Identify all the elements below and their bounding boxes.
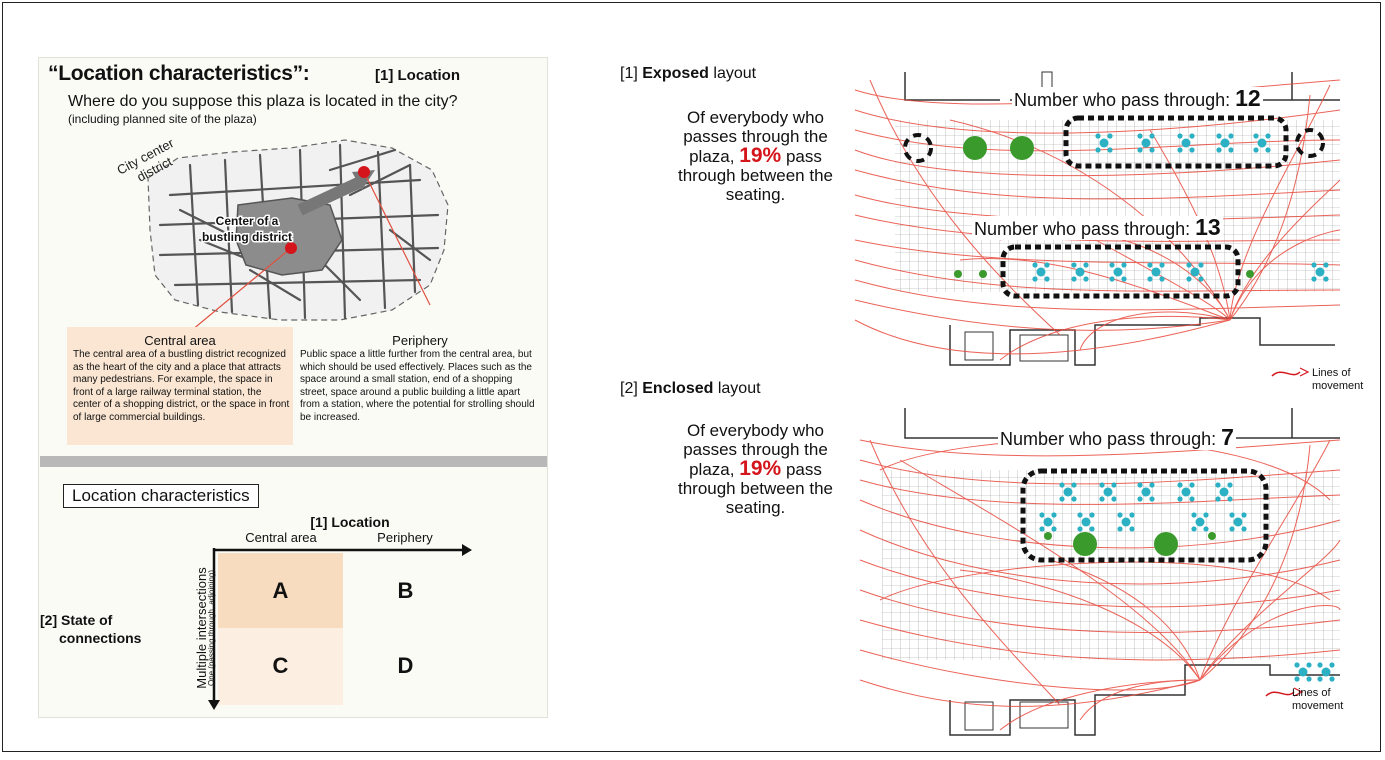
tree xyxy=(1010,136,1034,160)
location-characteristics-label: Location characteristics xyxy=(63,484,259,508)
matrix-row-multiple: Multiple intersections xyxy=(194,567,209,689)
city-map: City center district Center of a bustlin… xyxy=(114,135,449,330)
matrix-col-central: Central area xyxy=(245,530,317,545)
exposed-top-count: Number who pass through: 12 xyxy=(1012,85,1263,111)
exposed-plan xyxy=(854,71,1341,377)
enclosed-layout-title: [2] Enclosed layout xyxy=(620,380,761,397)
tree xyxy=(1154,532,1178,556)
periphery-heading: Periphery xyxy=(392,333,448,348)
central-area-box xyxy=(67,327,293,445)
cell-d: D xyxy=(397,653,414,678)
tree xyxy=(963,136,987,160)
exposed-paths xyxy=(854,79,1341,361)
center-label-1: Center of a xyxy=(216,214,279,228)
cell-a: A xyxy=(272,578,289,603)
central-area-body: The central area of a bustling district … xyxy=(73,349,290,423)
enclosed-legend: Lines of movement xyxy=(1292,687,1344,712)
exposed-bottom-count: Number who pass through: 13 xyxy=(972,214,1223,240)
central-area-heading: Central area xyxy=(144,333,216,348)
matrix-row-one: One (passing through, adjoining) xyxy=(207,570,216,686)
cell-a-bg xyxy=(218,553,343,628)
panel-title: “Location characteristics”: xyxy=(48,62,310,85)
question-subtext: (including planned site of the plaza) xyxy=(68,112,257,126)
cell-b: B xyxy=(397,578,414,603)
enclosed-description: Of everybody who passes through the plaz… xyxy=(677,421,833,517)
matrix-col-periphery: Periphery xyxy=(377,530,433,545)
question-text: Where do you suppose this plaza is locat… xyxy=(68,93,458,110)
exposed-description: Of everybody who passes through the plaz… xyxy=(677,108,833,204)
matrix-y-title-1: [2] State of xyxy=(40,612,113,628)
periphery-body: Public space a little further from the c… xyxy=(300,349,535,423)
cell-c-bg xyxy=(218,628,343,705)
enclosed-count: Number who pass through: 7 xyxy=(998,424,1236,450)
cell-c: C xyxy=(272,653,289,678)
center-label-2: bustling district xyxy=(202,230,292,244)
matrix-x-title: [1] Location xyxy=(310,514,390,530)
enclosed-plan xyxy=(859,408,1341,736)
matrix-chart: Multiple intersections One (passing thro… xyxy=(194,544,472,710)
exposed-legend: Lines of movement xyxy=(1312,367,1364,392)
tree xyxy=(1073,532,1097,556)
exposed-layout-title: [1] Exposed layout xyxy=(620,65,757,82)
section-divider xyxy=(40,456,547,467)
panel-title-sub: [1] Location xyxy=(375,67,460,84)
matrix-y-title-2: connections xyxy=(59,630,142,646)
